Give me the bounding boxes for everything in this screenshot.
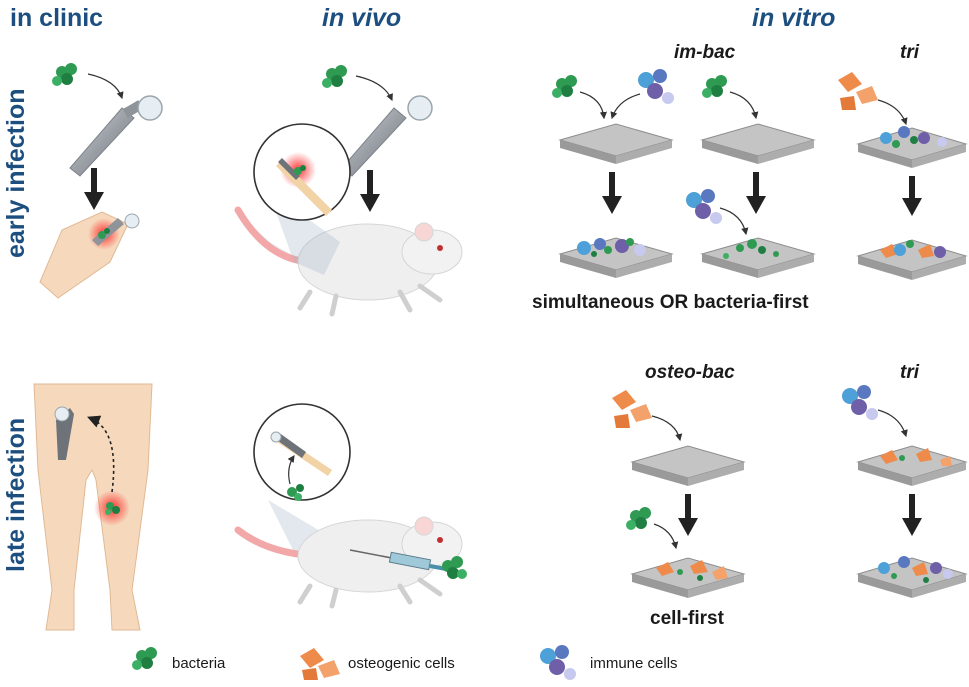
label-tri-early: tri <box>900 42 919 63</box>
immune-cells-cluster-bacteria-first-icon <box>686 189 722 224</box>
bacteria-cluster-syringe-icon <box>442 556 467 579</box>
immune-cells-cluster-im-bac-icon <box>638 69 674 104</box>
legend-label-immune-cells: immune cells <box>590 655 678 672</box>
legend-label-bacteria: bacteria <box>172 655 226 672</box>
caption-cell-first: cell-first <box>650 608 724 629</box>
leg-with-infected-implant-icon <box>39 211 140 299</box>
label-osteo-bac: osteo-bac <box>645 362 735 383</box>
down-arrow-icon <box>602 196 622 214</box>
down-arrow-icon <box>678 518 698 536</box>
bacteria-cluster-bacteria-first-icon <box>702 75 727 98</box>
bacteria-cluster-clinic-early-icon <box>52 63 77 86</box>
osteogenic-cells-cluster-osteo-bac-icon <box>612 390 652 428</box>
scaffold-tri-early-top-icon <box>856 126 968 168</box>
caption-simultaneous-or-bacteria-first: simultaneous OR bacteria-first <box>532 292 809 313</box>
scaffold-bacteria-first-top-icon <box>700 123 816 164</box>
hip-implant-vivo-icon <box>341 95 433 177</box>
legend-bacteria-icon <box>132 647 157 670</box>
legs-body-clinic-late-icon <box>33 383 153 631</box>
legend-immune-cells-icon <box>540 645 576 680</box>
scaffold-im-bac-result-icon <box>558 237 674 278</box>
down-arrow-icon <box>746 196 766 214</box>
scaffold-osteo-bac-top-icon <box>630 445 746 486</box>
bacteria-cluster-osteo-bac-icon <box>626 507 651 530</box>
scaffold-bacteria-first-result-icon <box>700 237 816 278</box>
label-tri-late: tri <box>900 362 919 383</box>
legend-osteogenic-cells-icon <box>300 648 340 680</box>
scaffold-osteo-bac-result-icon <box>630 557 746 598</box>
osteogenic-cells-cluster-tri-early-icon <box>838 72 878 110</box>
bacteria-cluster-vivo-early-icon <box>322 65 347 88</box>
scaffold-im-bac-top-icon <box>558 123 674 164</box>
mouse-late-icon <box>234 516 463 609</box>
down-arrow-icon <box>84 192 104 210</box>
column-title-in-vivo: in vivo <box>322 4 402 32</box>
scaffold-tri-early-result-icon <box>856 239 968 280</box>
label-im-bac: im-bac <box>674 42 736 63</box>
scaffold-tri-late-result-icon <box>856 556 968 598</box>
scaffold-tri-late-top-icon <box>856 445 968 486</box>
hip-implant-clinic-icon <box>69 95 163 177</box>
down-arrow-icon <box>902 518 922 536</box>
legend-label-osteogenic-cells: osteogenic cells <box>348 655 455 672</box>
column-title-in-vitro: in vitro <box>752 4 836 32</box>
magnifier-zoom-late-icon <box>253 403 351 501</box>
down-arrow-icon <box>902 198 922 216</box>
immune-cells-cluster-tri-late-icon <box>842 385 878 420</box>
down-arrow-icon <box>360 194 380 212</box>
bacteria-cluster-im-bac-icon <box>552 75 577 98</box>
mouse-early-icon <box>234 206 463 317</box>
magnifier-zoom-early-icon <box>253 123 351 221</box>
column-title-in-clinic: in clinic <box>10 4 104 32</box>
